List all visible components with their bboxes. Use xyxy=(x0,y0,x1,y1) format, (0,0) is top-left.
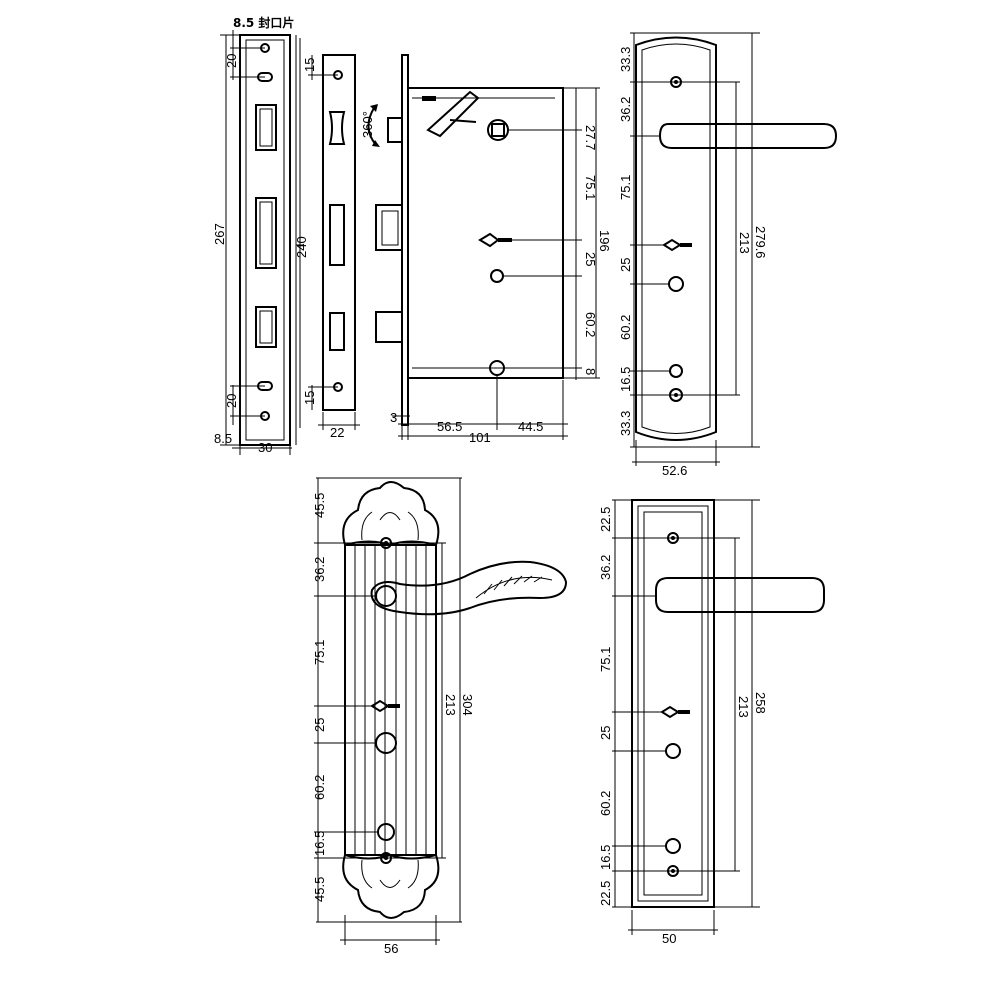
lock-rotation-label: 360° xyxy=(360,111,375,138)
handle-plate-a-view: 33.3 36.2 75.1 25 60.2 16.5 33.3 213 279… xyxy=(618,32,838,478)
plate-b-d4-dim: 60.2 xyxy=(312,775,327,800)
face-top-dim: 15 xyxy=(302,58,317,72)
plate-b-d5-dim: 16.5 xyxy=(312,831,327,856)
face-width-dim: 22 xyxy=(330,425,344,440)
lock-height-dim: 196 xyxy=(597,230,612,252)
plate-b-height-dim: 304 xyxy=(460,694,475,716)
plate-b-d1-dim: 36.2 xyxy=(312,557,327,582)
lock-offset-dim: 3 xyxy=(390,410,397,425)
strip-width-dim: 30 xyxy=(258,440,272,455)
plate-a-height-dim: 279.6 xyxy=(753,226,768,259)
plate-c-d1-dim: 36.2 xyxy=(598,555,613,580)
plate-a-d3-dim: 25 xyxy=(618,258,633,272)
plate-c-bottom-dim: 22.5 xyxy=(598,881,613,906)
plate-b-d3-dim: 25 xyxy=(312,718,327,732)
strip-hole-bottom-dim: 20 xyxy=(224,394,239,408)
plate-c-width-dim: 50 xyxy=(662,931,676,946)
lock-d4-dim: 60.2 xyxy=(583,312,598,337)
plate-a-d1-dim: 36.2 xyxy=(618,97,633,122)
strip-plate-view: 8.5 封口片 20 267 20 8.5 30 xyxy=(212,15,297,455)
strip-hole-top-dim: 20 xyxy=(224,54,239,68)
plate-b-bottom-dim: 45.5 xyxy=(312,877,327,902)
lock-d2-dim: 75.1 xyxy=(583,175,598,200)
plate-c-d4-dim: 60.2 xyxy=(598,791,613,816)
strip-caption: 8.5 封口片 xyxy=(233,15,294,30)
plate-a-top-dim: 33.3 xyxy=(618,47,633,72)
plate-a-span-dim: 213 xyxy=(737,232,752,254)
plate-c-d2-dim: 75.1 xyxy=(598,647,613,672)
plate-a-bottom-dim: 33.3 xyxy=(618,411,633,436)
plate-c-height-dim: 258 xyxy=(753,692,768,714)
plate-b-width-dim: 56 xyxy=(384,941,398,956)
lock-d3-dim: 25 xyxy=(583,252,598,266)
handle-plate-c-view: 22.5 36.2 75.1 25 60.2 16.5 22.5 213 258… xyxy=(598,499,825,946)
plate-b-top-dim: 45.5 xyxy=(312,493,327,518)
lock-d1-dim: 27.7 xyxy=(583,125,598,150)
strip-edge-dim: 8.5 xyxy=(214,431,232,446)
lock-width-dim: 101 xyxy=(469,430,491,445)
lock-w1-dim: 56.5 xyxy=(437,419,462,434)
plate-b-d2-dim: 75.1 xyxy=(312,640,327,665)
plate-a-d4-dim: 60.2 xyxy=(618,315,633,340)
plate-c-d5-dim: 16.5 xyxy=(598,845,613,870)
face-plate-view: 15 240 15 22 xyxy=(294,38,360,440)
plate-c-d3-dim: 25 xyxy=(598,726,613,740)
face-bottom-dim: 15 xyxy=(302,391,317,405)
face-height-dim: 240 xyxy=(294,236,309,258)
plate-b-span-dim: 213 xyxy=(443,694,458,716)
plate-c-top-dim: 22.5 xyxy=(598,507,613,532)
lock-d5-dim: 8 xyxy=(583,368,598,375)
plate-a-width-dim: 52.6 xyxy=(662,463,687,478)
plate-a-d5-dim: 16.5 xyxy=(618,367,633,392)
plate-c-span-dim: 213 xyxy=(736,696,751,718)
lock-w2-dim: 44.5 xyxy=(518,419,543,434)
lock-body-view: 360° 27.7 75.1 25 60.2 xyxy=(360,54,612,445)
strip-height-dim: 267 xyxy=(212,223,227,245)
handle-plate-b-view: 45.5 36.2 75.1 25 60.2 16.5 45.5 213 304… xyxy=(312,477,568,956)
plate-a-d2-dim: 75.1 xyxy=(618,175,633,200)
